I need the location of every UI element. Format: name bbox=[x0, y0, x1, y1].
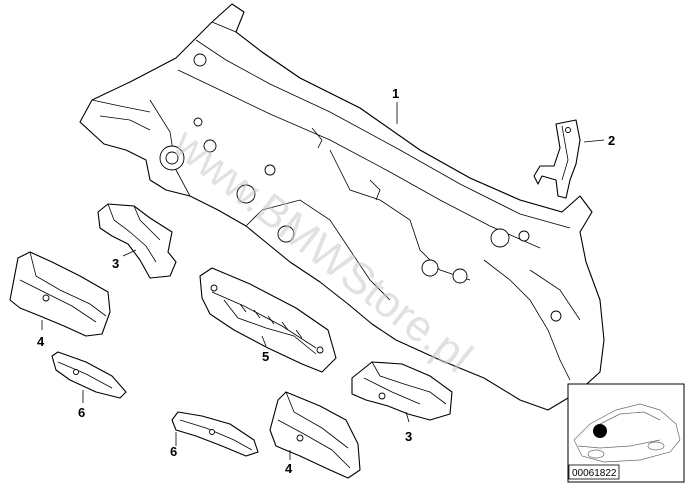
diagram-id: 00061822 bbox=[572, 468, 617, 479]
callout-6-bottom[interactable]: 6 bbox=[170, 444, 177, 459]
callout-5[interactable]: 5 bbox=[262, 349, 269, 364]
callout-4-left[interactable]: 4 bbox=[37, 334, 45, 349]
part-1-bulkhead[interactable] bbox=[79, 3, 605, 411]
part-4-member-left[interactable] bbox=[9, 251, 111, 337]
diagram-id-box bbox=[568, 464, 620, 480]
callout-6-left[interactable]: 6 bbox=[78, 405, 85, 420]
part-3-support-right[interactable] bbox=[351, 361, 453, 421]
part-2-bracket[interactable] bbox=[533, 119, 581, 199]
part-5-reinforcement[interactable] bbox=[199, 267, 337, 373]
inset-car-locator: 00061822 bbox=[567, 383, 685, 483]
part-6-plate-left[interactable] bbox=[51, 351, 127, 399]
leader-lines bbox=[41, 102, 605, 460]
part-4-member-bottom[interactable] bbox=[269, 391, 361, 479]
part-3-support-left[interactable] bbox=[97, 203, 177, 279]
callout-4-bottom[interactable]: 4 bbox=[285, 461, 293, 476]
callout-3-right[interactable]: 3 bbox=[405, 429, 412, 444]
location-marker-icon bbox=[593, 424, 607, 438]
callout-2[interactable]: 2 bbox=[608, 133, 615, 148]
callout-1[interactable]: 1 bbox=[392, 86, 399, 101]
part-6-plate-bottom[interactable] bbox=[171, 411, 259, 457]
callout-3-left[interactable]: 3 bbox=[112, 256, 119, 271]
